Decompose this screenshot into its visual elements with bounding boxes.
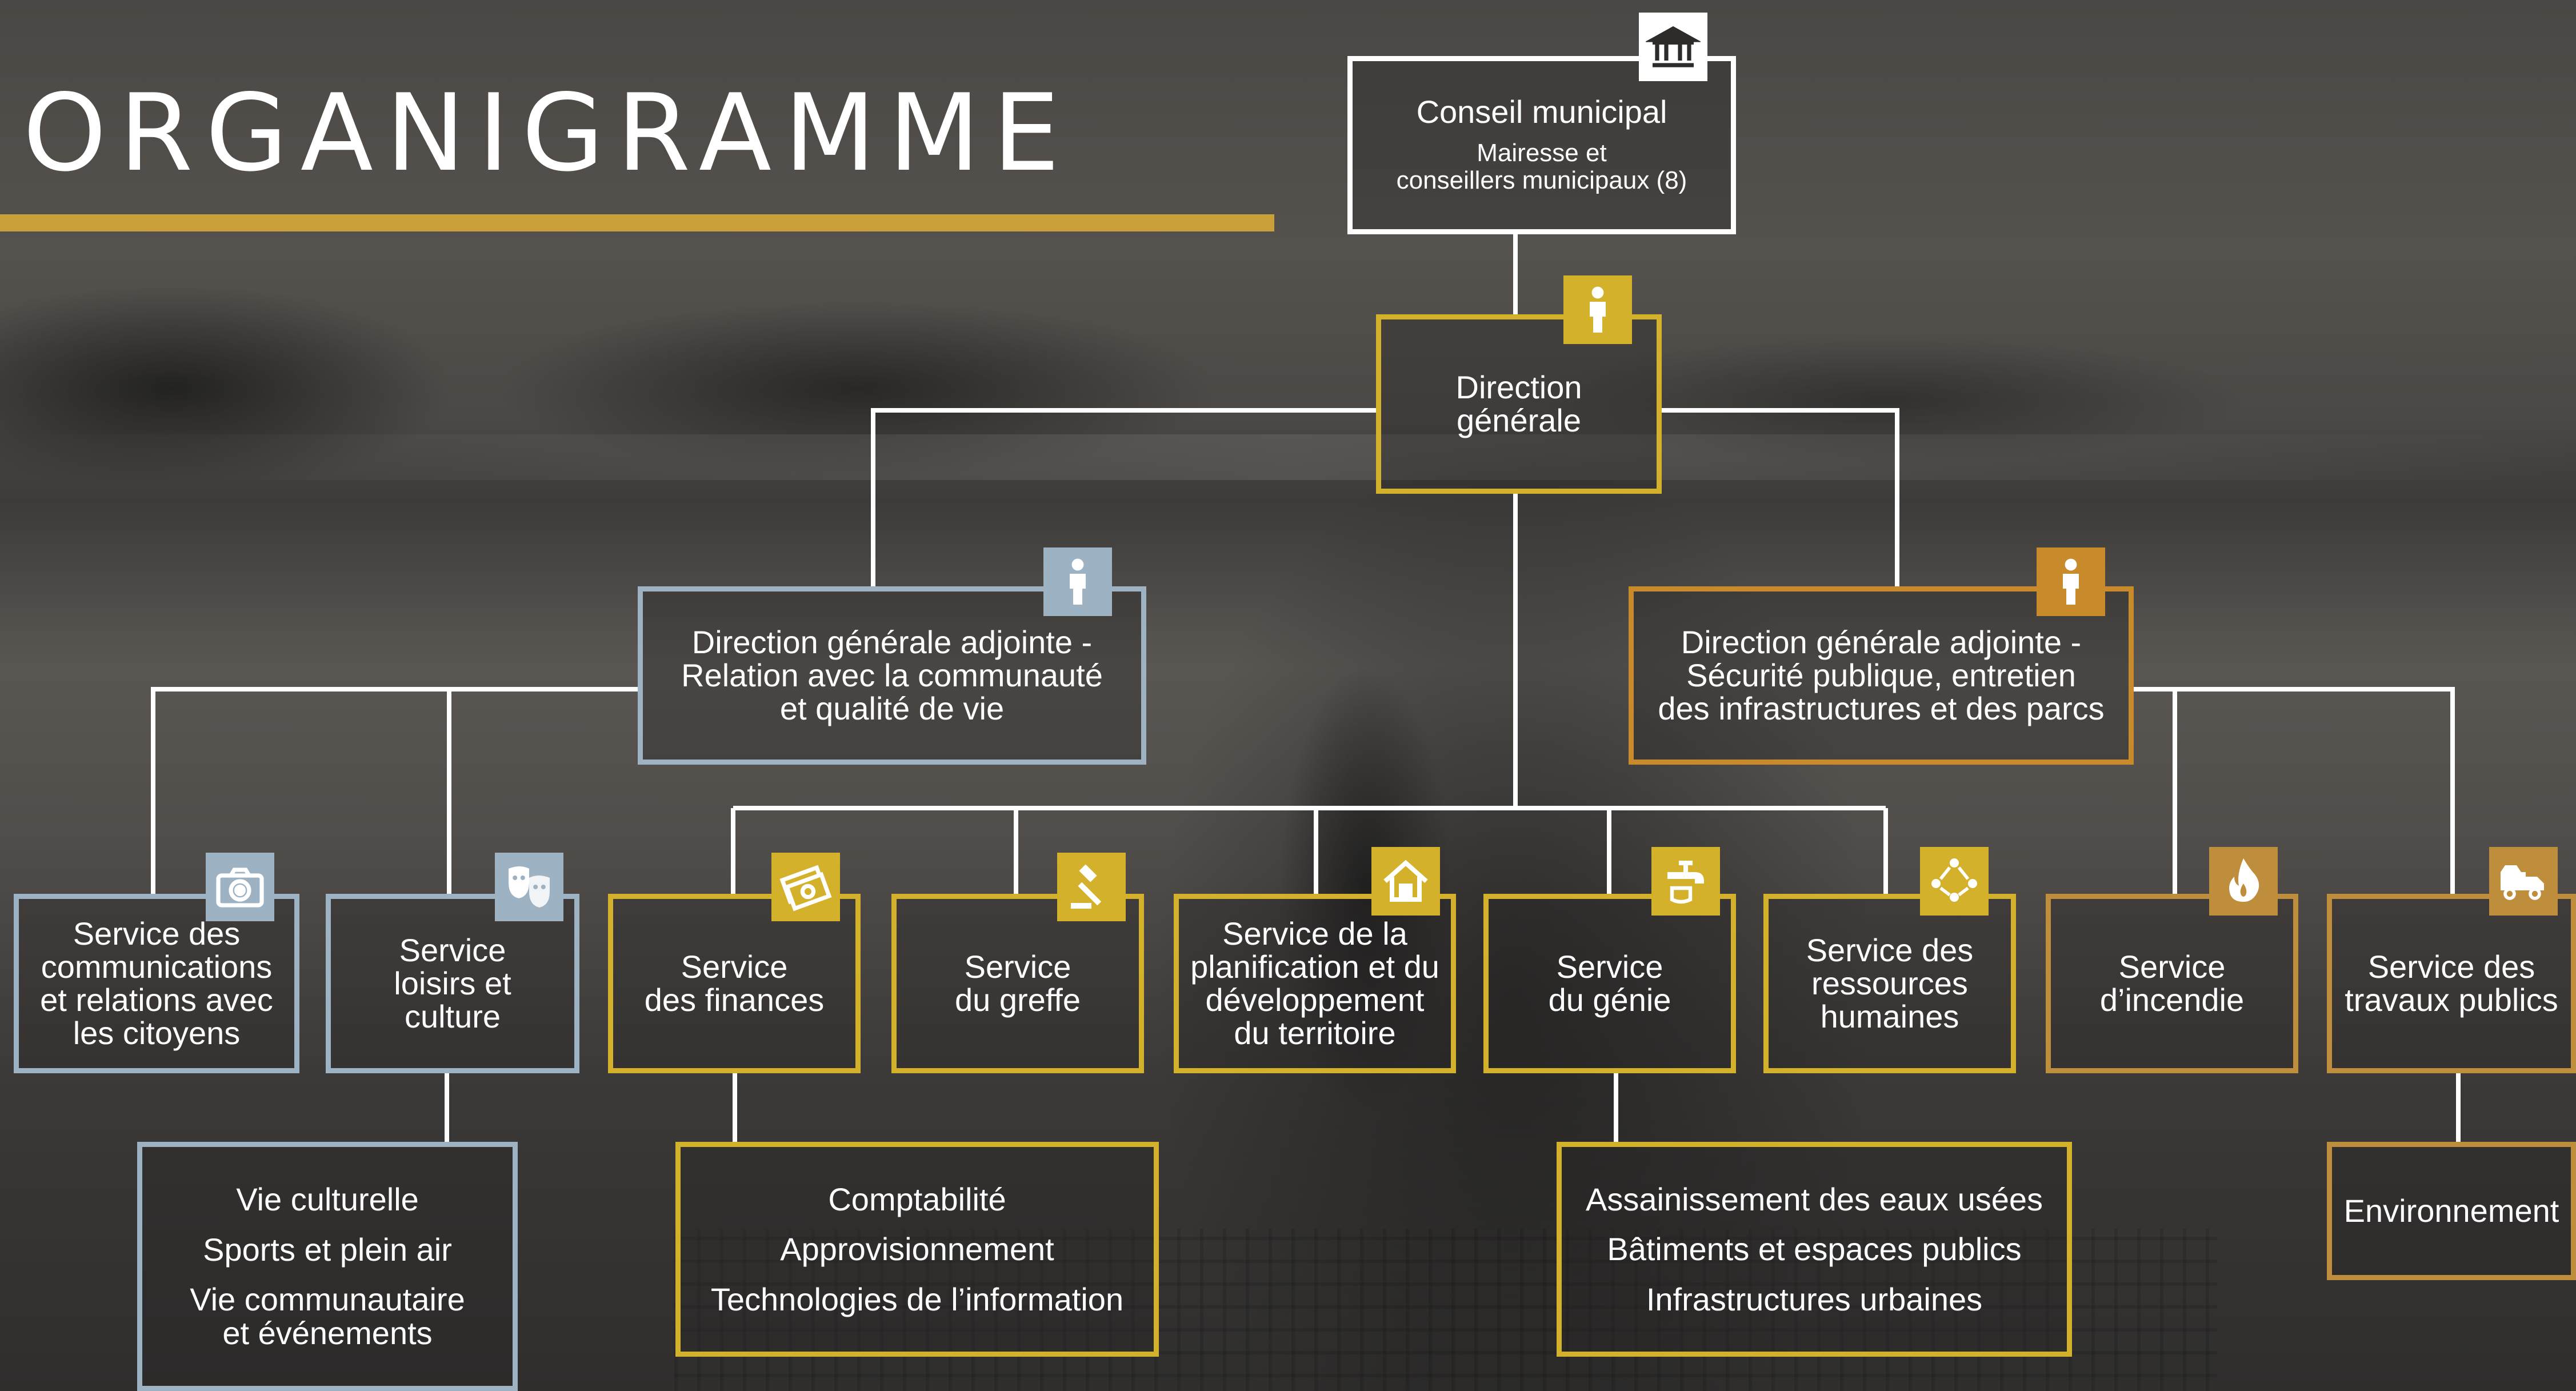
list-item: Infrastructures urbaines (1646, 1281, 1983, 1317)
node-service-rh[interactable]: Service des ressources humaines (1763, 894, 2016, 1073)
list-item: Sports et plein air (203, 1231, 452, 1268)
node-genie-label: Service du génie (1548, 948, 1671, 1018)
node-dg-label: Direction générale (1455, 369, 1582, 438)
node-travaux-label: Service des travaux publics (2345, 948, 2558, 1018)
fire-icon (2209, 847, 2278, 916)
sublist-loisirs: Vie culturelle Sports et plein air Vie c… (137, 1142, 518, 1391)
background-dock (674, 1229, 2217, 1391)
person-icon (1563, 275, 1632, 344)
connector-right-bus (2131, 687, 2455, 894)
title-underline (0, 214, 1274, 231)
money-icon (771, 853, 840, 921)
node-finances-label: Service des finances (644, 948, 825, 1018)
list-item: Comptabilité (828, 1181, 1006, 1217)
node-conseil-municipal[interactable]: Conseil municipal Mairesse et conseiller… (1347, 56, 1736, 234)
node-dga-communaute[interactable]: Direction générale adjointe - Relation a… (638, 586, 1146, 765)
page-title: ORGANIGRAMME (23, 71, 1073, 195)
city-hall-icon (1639, 13, 1707, 81)
sublist-finances: Comptabilité Approvisionnement Technolog… (675, 1142, 1159, 1357)
person-icon (1043, 547, 1112, 616)
node-greffe-label: Service du greffe (954, 948, 1081, 1018)
node-incendie-label: Service d’incendie (2099, 948, 2245, 1018)
node-loisirs-label: Service loisirs et culture (394, 932, 511, 1035)
theater-masks-icon (495, 853, 563, 921)
node-dga-communaute-label: Direction générale adjointe - Relation a… (681, 623, 1103, 727)
connector-left-bus (151, 687, 640, 894)
node-planification-label: Service de la planification et du dévelo… (1190, 915, 1439, 1052)
list-item: Technologies de l’information (710, 1281, 1124, 1317)
node-service-communications[interactable]: Service des communications et relations … (14, 894, 299, 1073)
node-dga-securite-label: Direction générale adjointe - Sécurité p… (1658, 623, 2105, 727)
node-communications-label: Service des communications et relations … (40, 915, 273, 1052)
node-conseil-sublabel: Mairesse et conseillers municipaux (8) (1396, 138, 1687, 195)
list-item: Bâtiments et espaces publics (1607, 1231, 2022, 1268)
list-item: Vie culturelle (236, 1181, 419, 1218)
house-icon (1371, 847, 1440, 916)
list-item: Vie communautaire et événements (190, 1281, 465, 1352)
background-child-silhouette (1246, 571, 1486, 1200)
sublist-genie: Assainissement des eaux usées Bâtiments … (1557, 1142, 2072, 1357)
node-service-travaux[interactable]: Service des travaux publics (2327, 894, 2576, 1073)
connector-dg-dga-left (871, 408, 1379, 586)
gavel-icon (1057, 853, 1126, 921)
node-rh-label: Service des ressources humaines (1806, 932, 1974, 1035)
background-treeline (0, 240, 2576, 480)
node-dga-securite[interactable]: Direction générale adjointe - Sécurité p… (1629, 586, 2134, 765)
connector-dg-dga-right (1659, 408, 1899, 586)
node-direction-generale[interactable]: Direction générale (1376, 314, 1662, 494)
background-water (0, 434, 2576, 480)
node-service-loisirs[interactable]: Service loisirs et culture (326, 894, 579, 1073)
node-service-incendie[interactable]: Service d’incendie (2046, 894, 2298, 1073)
truck-icon (2489, 847, 2558, 916)
node-service-planification[interactable]: Service de la planification et du dévelo… (1174, 894, 1456, 1073)
faucet-icon (1651, 847, 1720, 916)
node-service-genie[interactable]: Service du génie (1483, 894, 1736, 1073)
camera-icon (206, 853, 274, 921)
node-service-finances[interactable]: Service des finances (608, 894, 861, 1073)
list-item: Approvisionnement (780, 1231, 1054, 1268)
list-item: Environnement (2343, 1193, 2559, 1229)
node-service-greffe[interactable]: Service du greffe (891, 894, 1144, 1073)
sublist-travaux: Environnement (2327, 1142, 2576, 1280)
list-item: Assainissement des eaux usées (1586, 1181, 2043, 1217)
people-network-icon (1920, 847, 1989, 916)
node-conseil-label: Conseil municipal (1416, 94, 1667, 130)
person-icon (2037, 547, 2105, 616)
